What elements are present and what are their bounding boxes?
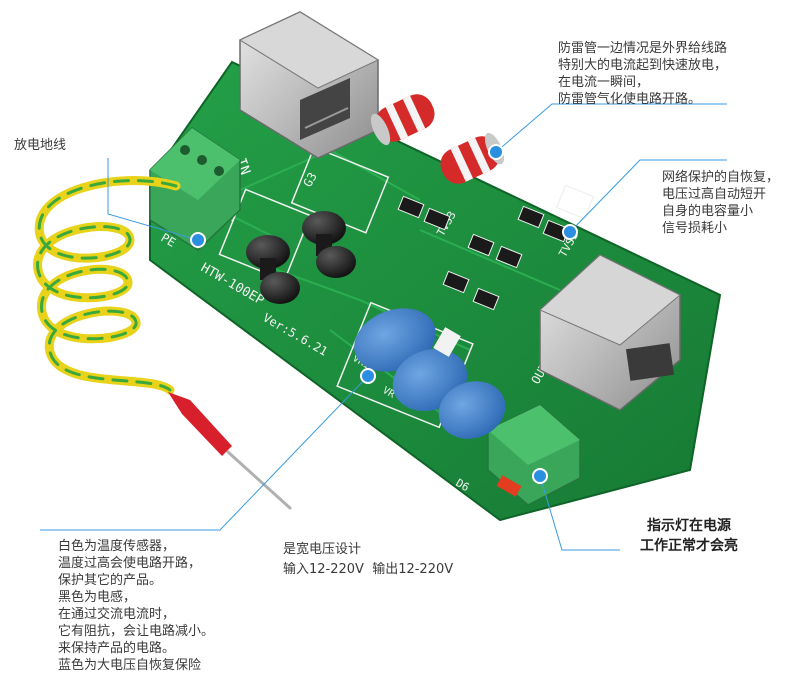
annotation-sensors: 白色为温度传感器， 温度过高会使电路开路， 保护其它的产品。 黑色为电感， 在通… — [58, 538, 214, 674]
annotation-line: 黑色为电感， — [58, 590, 137, 605]
annotation-line: 在电流一瞬间， — [558, 75, 650, 90]
marker-sensors — [360, 368, 376, 384]
callout-lines — [40, 103, 727, 551]
annotation-line: 温度过高会使电路开路， — [58, 556, 202, 571]
callout-markers — [190, 144, 578, 484]
annotation-line: 防雷管气化使电路开路。 — [558, 92, 702, 107]
annotation-indicator: 指示灯在电源 工作正常才会亮 — [640, 516, 738, 556]
annotation-line: 特别大的电流起到快速放电， — [558, 58, 728, 73]
annotation-line: 是宽电压设计 — [283, 542, 362, 557]
temperature-sensor — [433, 327, 461, 357]
annotation-line: 保护其它的产品。 — [58, 573, 163, 588]
indicator-led — [496, 475, 522, 497]
annotation-line: 白色为温度传感器， — [58, 539, 176, 554]
marker-ground — [190, 232, 206, 248]
annotation-line: 网络保护的自恢复， — [662, 170, 780, 185]
silk-g3: G3 — [300, 170, 319, 190]
silk-d6: D6 — [454, 476, 472, 494]
output-terminal-block — [487, 404, 581, 506]
rj45-output-port — [539, 254, 681, 411]
annotation-line: 来保持产品的电路。 — [58, 641, 176, 656]
rj45-input-port — [238, 11, 380, 159]
annotation-line: 输入12-220V 输出12-220V — [283, 562, 454, 577]
annotation-line: 放电地线 — [14, 138, 67, 153]
tvs-diodes — [397, 195, 570, 311]
marker-self-recovery — [562, 224, 578, 240]
annotation-line: 在通过交流电流时， — [58, 607, 176, 622]
annotation-line: 它有阻抗，会让电路减小。 — [58, 624, 215, 639]
annotation-line: 信号损耗小 — [662, 221, 728, 236]
annotation-line: 防雷管一边情况是外界给线路 — [558, 41, 728, 56]
annotation-line: 自身的电容量小 — [662, 204, 754, 219]
varistors — [354, 308, 506, 439]
annotation-ground-wire: 放电地线 — [14, 137, 66, 154]
marker-indicator — [532, 468, 548, 484]
annotation-gdt: 防雷管一边情况是外界给线路 特别大的电流起到快速放电， 在电流一瞬间， 防雷管气… — [558, 40, 727, 108]
annotation-line: 蓝色为大电压自恢复保险 — [58, 658, 202, 673]
inductors — [246, 211, 356, 304]
annotation-line: 电压过高自动短开 — [662, 187, 767, 202]
ground-wire-coil — [33, 176, 292, 510]
marker-gdt — [488, 144, 504, 160]
annotation-voltage: 是宽电压设计 输入12-220V 输出12-220V — [283, 540, 453, 580]
annotation-line: 指示灯在电源 — [647, 518, 731, 534]
annotation-line: 工作正常才会亮 — [640, 538, 738, 554]
annotation-self-recovery: 网络保护的自恢复， 电压过高自动短开 自身的电容量小 信号损耗小 — [662, 169, 779, 237]
